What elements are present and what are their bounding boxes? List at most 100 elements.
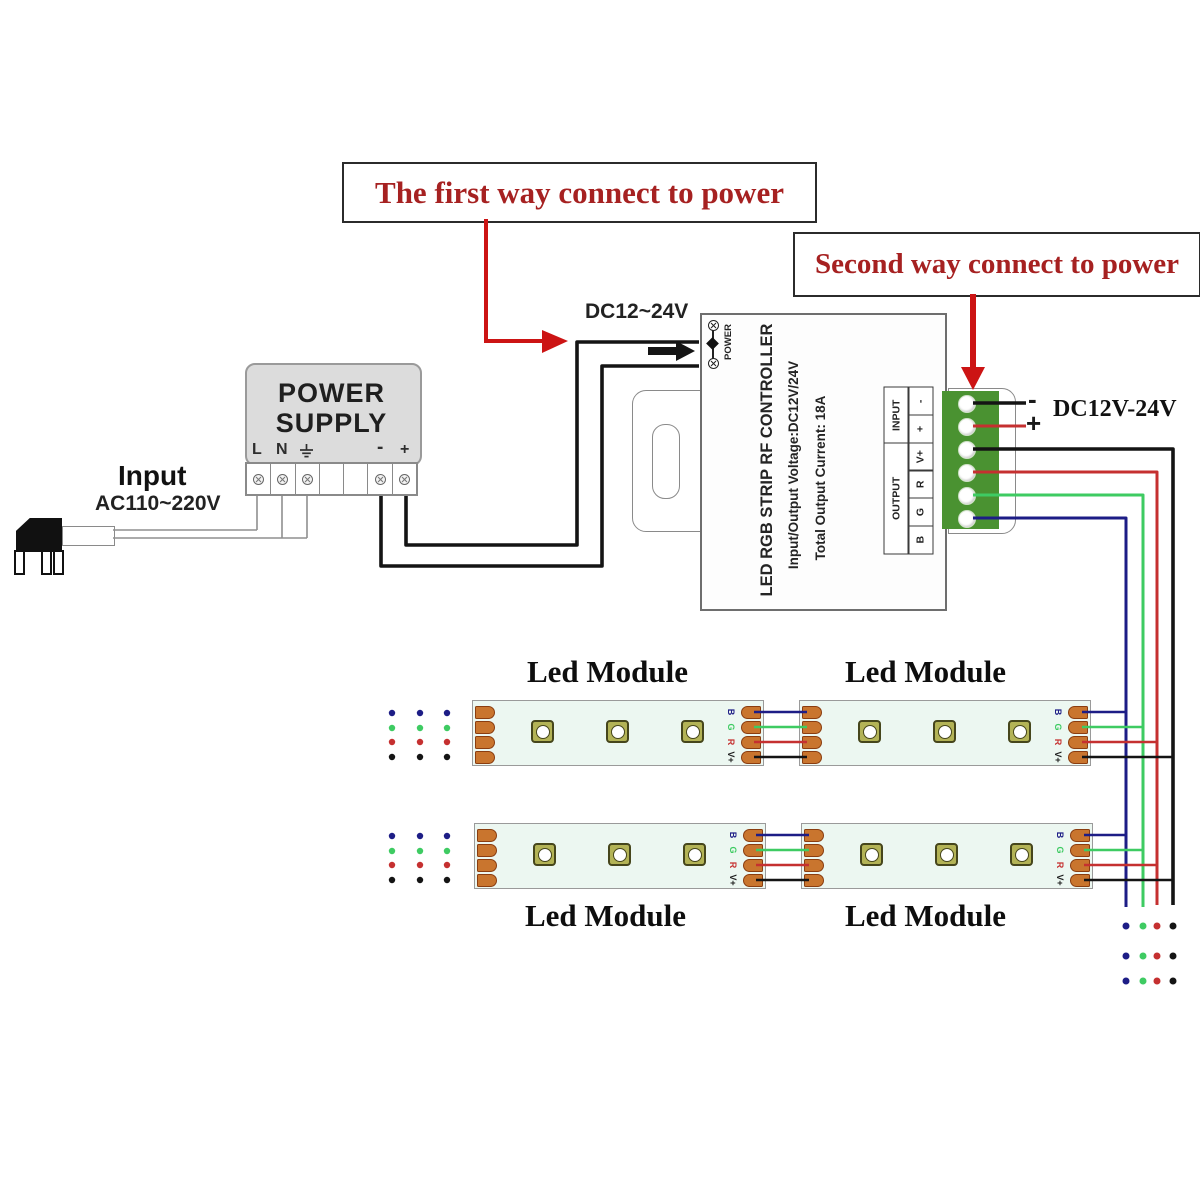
solder-pad: [1068, 706, 1088, 719]
terminal-screw-icon: [958, 418, 976, 436]
dot-icon: [443, 724, 451, 732]
strip-pad-label-r: R: [1053, 738, 1063, 746]
solder-pad: [802, 721, 822, 734]
led-chip-icon: [681, 720, 704, 743]
power-supply-title-line1: POWER: [277, 378, 385, 408]
dot-icon: [388, 861, 396, 869]
power-terminal-screw-icon: [708, 320, 719, 331]
terminal-cell-empty: [344, 464, 369, 494]
pin-label-g: G: [907, 497, 934, 527]
dot-icon: [1169, 952, 1177, 960]
screw-icon: [398, 473, 410, 485]
terminal-screw-icon: [958, 487, 976, 505]
terminal-label-plus: +: [400, 441, 410, 458]
strip-pad-label-v: V+: [726, 751, 736, 763]
second-way-arrow-icon: [961, 367, 985, 390]
controller-spec-voltage: Input/Output Voltage:DC12V/24V: [786, 360, 801, 570]
led-chip-icon: [533, 843, 556, 866]
led-strip: B G R V+: [474, 823, 766, 889]
solder-pad: [475, 751, 495, 764]
controller-power-port-label: POWER: [723, 324, 734, 360]
controller-spec-current: Total Output Current: 18A: [813, 395, 828, 561]
dot-icon: [416, 832, 424, 840]
power-supply-title-line2: SUPPLY: [275, 408, 388, 439]
terminal-cell-n: [271, 464, 296, 494]
strip-pad-label-r: R: [726, 738, 736, 746]
plug-prong: [14, 550, 25, 575]
dot-icon: [1122, 922, 1130, 930]
dot-icon: [388, 709, 396, 717]
solder-pad: [477, 829, 497, 842]
power-supply-title: POWER SUPPLY: [245, 378, 418, 438]
terminal-cell-l: [247, 464, 272, 494]
terminal-label-n: N: [276, 441, 288, 458]
dot-icon: [443, 738, 451, 746]
solder-pad: [475, 706, 495, 719]
dc-jack-minus-label: -: [1028, 384, 1037, 414]
solder-pad: [743, 844, 763, 857]
led-chip-icon: [606, 720, 629, 743]
first-way-arrow-icon: [542, 330, 568, 353]
dot-icon: [1169, 922, 1177, 930]
led-chip-icon: [935, 843, 958, 866]
dot-icon: [1153, 952, 1161, 960]
controller-mounting-slot: [652, 424, 680, 499]
dot-icon: [416, 753, 424, 761]
terminal-label-l: L: [252, 441, 262, 458]
pin-label-minus: -: [907, 386, 934, 416]
solder-pad: [1068, 721, 1088, 734]
screw-icon: [253, 473, 265, 485]
dot-icon: [416, 861, 424, 869]
solder-pad: [804, 859, 824, 872]
led-chip-icon: [683, 843, 706, 866]
dot-icon: [388, 753, 396, 761]
strip-pad-label-r: R: [1055, 861, 1065, 869]
pin-label-vplus: V+: [907, 442, 934, 472]
strip-pad-label-b: B: [726, 708, 736, 716]
led-module-title: Led Module: [525, 898, 687, 933]
solder-pad: [741, 721, 761, 734]
second-way-banner: Second way connect to power: [793, 232, 1200, 297]
dc-jack-voltage-label: DC12V-24V: [1053, 396, 1177, 422]
strip-pad-label-v: V+: [1055, 874, 1065, 886]
solder-pad: [802, 751, 822, 764]
led-strip: B G R V+: [472, 700, 764, 766]
dot-icon: [388, 876, 396, 884]
ac-plug-icon: [16, 518, 62, 552]
dot-icon: [388, 724, 396, 732]
dot-icon: [388, 738, 396, 746]
plug-prong: [41, 550, 52, 575]
dot-icon: [443, 709, 451, 717]
led-chip-icon: [858, 720, 881, 743]
dot-icon: [388, 847, 396, 855]
dot-icon: [1169, 977, 1177, 985]
solder-pad: [477, 859, 497, 872]
dot-icon: [416, 876, 424, 884]
solder-pad: [802, 706, 822, 719]
input-header: INPUT: [883, 386, 910, 444]
led-module-title: Led Module: [527, 654, 689, 689]
strip-pad-label-b: B: [1053, 708, 1063, 716]
solder-pad: [1070, 859, 1090, 872]
screw-icon: [301, 473, 313, 485]
solder-pad: [804, 844, 824, 857]
terminal-cell-plus: [393, 464, 416, 494]
terminal-cell-ground: [296, 464, 320, 494]
solder-pad: [477, 874, 497, 887]
screw-icon: [374, 473, 386, 485]
solder-pad: [804, 874, 824, 887]
dot-icon: [443, 753, 451, 761]
dot-icon: [388, 832, 396, 840]
first-way-guide-line: [484, 219, 542, 343]
terminal-screw-icon: [958, 395, 976, 413]
strip-pad-label-g: G: [728, 846, 738, 854]
solder-pad: [477, 844, 497, 857]
terminal-cell-minus: [368, 464, 393, 494]
strip-pad-label-v: V+: [728, 874, 738, 886]
strip-pad-label-g: G: [1053, 723, 1063, 731]
dot-icon: [443, 861, 451, 869]
dot-icon: [1153, 977, 1161, 985]
strip-pad-label-g: G: [1055, 846, 1065, 854]
solder-pad: [475, 736, 495, 749]
